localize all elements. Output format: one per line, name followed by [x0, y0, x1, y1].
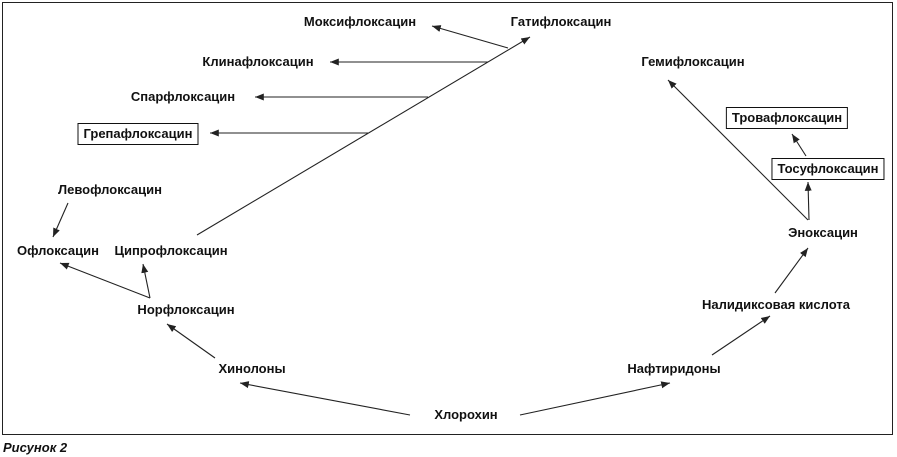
figure-caption: Рисунок 2 [3, 440, 68, 455]
node-ofloxacin: Офлоксацин [17, 243, 99, 258]
node-enoxacin: Эноксацин [788, 225, 858, 240]
node-chloroquine: Хлорохин [434, 407, 498, 422]
node-tosufloxacin: Тосуфлоксацин [771, 158, 885, 180]
arrow-nalidixic-to-enoxacin [774, 247, 809, 294]
figure-frame [2, 2, 893, 435]
node-clinafloxacin: Клинафлоксацин [202, 54, 314, 69]
node-grepafloxacin: Грепафлоксацин [77, 123, 199, 145]
node-trovafloxacin: Тровафлоксацин [725, 107, 849, 129]
arrow-tosufloxacin-to-trovafloxacin [791, 133, 807, 157]
arrow-naphthyridones-to-nalidixic [711, 315, 771, 356]
node-nalidixic-acid: Налидиксовая кислота [702, 297, 850, 312]
node-gatifloxacin: Гатифлоксацин [510, 14, 612, 29]
arrow-chloroquine-to-naphthyridones [519, 381, 671, 416]
node-gemifloxacin: Гемифлоксацин [641, 54, 745, 69]
arrow-norfloxacin-to-ofloxacin [59, 262, 151, 299]
node-sparfloxacin: Спарфлоксацин [130, 89, 236, 104]
arrow-chloroquine-to-quinolones [239, 381, 411, 416]
node-quinolones: Хинолоны [218, 361, 286, 376]
arrow-quinolones-to-norfloxacin [166, 323, 216, 359]
arrow-enoxacin-to-tosufloxacin [804, 181, 812, 221]
node-naphthyridones: Нафтиридоны [627, 361, 721, 376]
arrow-ciprofloxacin-to-gatifloxacin [196, 36, 531, 236]
node-levofloxacin: Левофлоксацин [58, 182, 162, 197]
node-norfloxacin: Норфлоксацин [137, 302, 235, 317]
arrow-levofloxacin-to-ofloxacin [52, 202, 69, 238]
arrow-enoxacin-to-gemifloxacin [667, 79, 809, 221]
arrow-gatifloxacin-to-moxifloxacin [431, 25, 509, 49]
node-moxifloxacin: Моксифлоксацин [303, 14, 417, 29]
node-ciprofloxacin: Ципрофлоксацин [114, 243, 228, 258]
arrow-norfloxacin-to-ciprofloxacin [141, 263, 151, 299]
